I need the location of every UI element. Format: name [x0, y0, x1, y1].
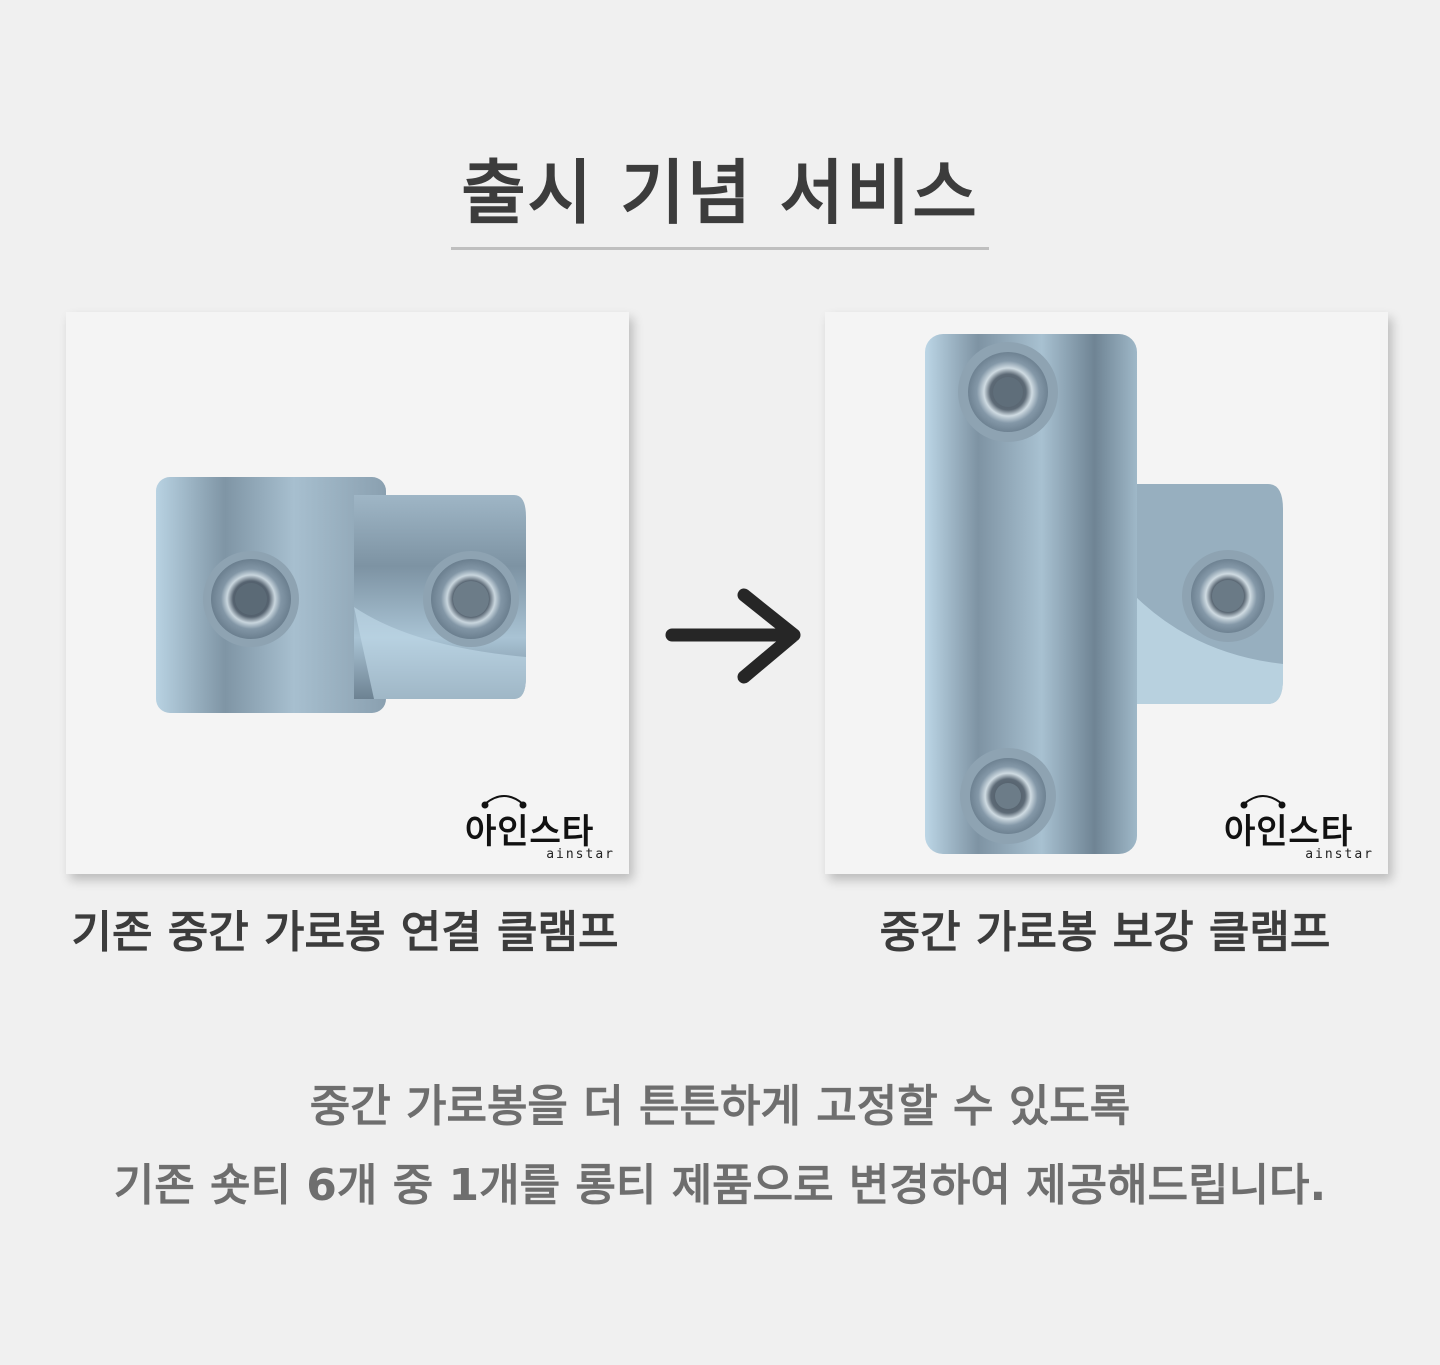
title-underline — [451, 247, 989, 250]
logo-korean: 아인스타 — [465, 812, 595, 852]
description-line-2: 기존 숏티 6개 중 1개를 롱티 제품으로 변경하여 제공해드립니다. — [113, 1160, 1327, 1211]
logo-arc-icon — [481, 795, 527, 809]
brand-logo: 아인스타 ainstar — [1224, 790, 1374, 862]
product-card-before: 아인스타 ainstar — [66, 312, 629, 874]
logo-korean: 아인스타 — [1224, 812, 1354, 852]
logo-english: ainstar — [1305, 847, 1374, 862]
product-card-after: 아인스타 ainstar — [825, 312, 1388, 874]
logo-english: ainstar — [546, 847, 615, 862]
brand-logo: 아인스타 ainstar — [465, 790, 615, 862]
description-line-1: 중간 가로봉을 더 튼튼하게 고정할 수 있도록 — [309, 1081, 1131, 1132]
caption-after: 중간 가로봉 보강 클램프 — [879, 907, 1331, 958]
arrow-right-icon — [665, 588, 801, 684]
short-tee-clamp-image — [156, 477, 526, 713]
logo-arc-icon — [1240, 795, 1286, 809]
long-tee-clamp-image — [925, 334, 1283, 854]
page-title: 출시 기념 서비스 — [461, 152, 979, 234]
caption-before: 기존 중간 가로봉 연결 클램프 — [71, 907, 619, 958]
